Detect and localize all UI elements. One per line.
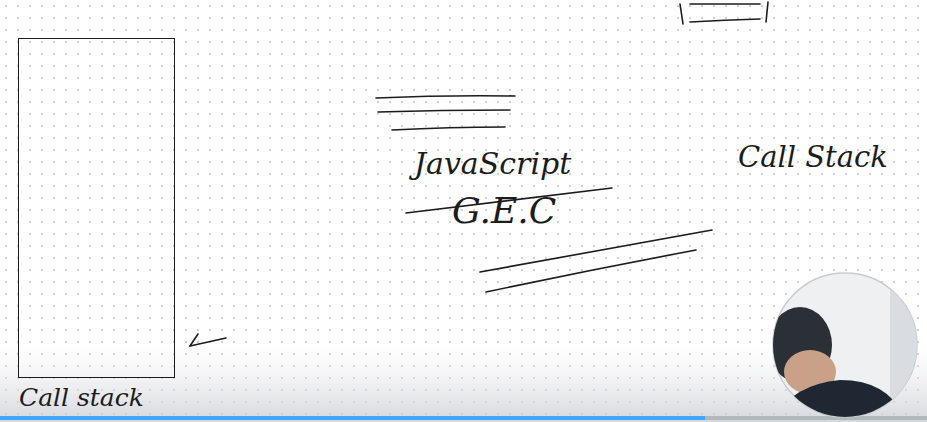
box-heading: Call stack [19, 383, 144, 412]
topic-acronym: G.E.C [452, 190, 556, 231]
side-note: Call Stack [738, 140, 888, 174]
call-stack-box: Call stack [18, 38, 175, 378]
topic-title: JavaScript [414, 146, 571, 181]
